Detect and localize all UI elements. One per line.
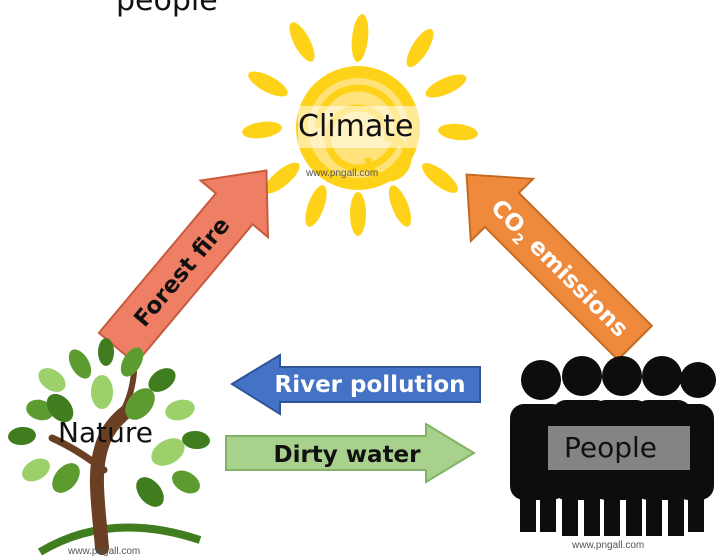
sun-icon	[242, 14, 478, 236]
climate-credit: www.pngall.com	[306, 168, 379, 179]
dirty-water-label: Dirty water	[273, 442, 421, 468]
dirty-water-arrow-shape	[225, 422, 476, 484]
river-pollution-arrow-shape	[230, 353, 481, 416]
river-pollution-label: River pollution	[275, 372, 466, 398]
climate-label: Climate	[298, 109, 414, 144]
co2-suffix: emissions	[518, 227, 633, 342]
people-group-icon	[510, 356, 716, 536]
nature-label: Nature	[58, 416, 153, 449]
forest-fire-arrow: Forest fire	[97, 169, 270, 366]
people-credit: www.pngall.com	[572, 540, 645, 551]
header-text: people	[116, 0, 218, 18]
co2-emissions-arrow: CO2 emissions	[465, 173, 654, 362]
co2-emissions-arrow-shape	[465, 173, 654, 362]
co2-emissions-label: CO2 emissions	[483, 195, 633, 345]
tree-icon	[8, 338, 210, 556]
forest-fire-label: Forest fire	[129, 213, 235, 333]
dirty-water-arrow: Dirty water	[225, 422, 476, 484]
river-pollution-arrow: River pollution	[230, 353, 481, 416]
people-label: People	[564, 431, 658, 464]
forest-fire-arrow-shape	[97, 169, 270, 366]
nature-credit: www.pngall.com	[68, 546, 141, 557]
